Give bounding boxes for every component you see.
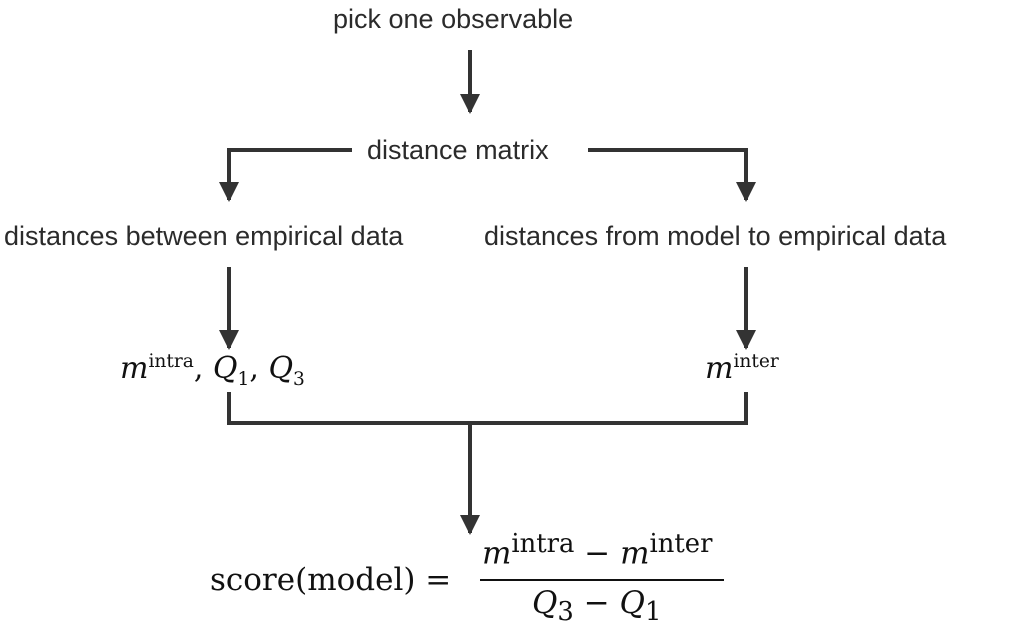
formula-denominator: Q3 − Q1 bbox=[532, 588, 661, 626]
node-intra-stats: mintra, Q1, Q3 bbox=[120, 351, 305, 390]
q3-var: Q bbox=[268, 351, 294, 386]
node-distance-matrix: distance matrix bbox=[367, 135, 549, 165]
intra-m: m bbox=[120, 351, 149, 386]
inter-sup: inter bbox=[733, 351, 779, 372]
merge-line bbox=[227, 392, 748, 425]
arrow-matrix-to-empirical bbox=[219, 148, 352, 202]
q1-var: Q bbox=[212, 351, 238, 386]
num-sup1: intra bbox=[511, 529, 575, 559]
node-observable: pick one observable bbox=[333, 4, 574, 34]
den-sub1: 1 bbox=[644, 597, 662, 628]
num-m2: m bbox=[620, 535, 650, 572]
sep-1: , bbox=[193, 351, 213, 386]
intra-sup: intra bbox=[148, 351, 194, 372]
formula-fraction: mintra − minter Q3 − Q1 bbox=[478, 529, 728, 628]
num-minus: − bbox=[574, 535, 621, 572]
q3-sub: 3 bbox=[293, 369, 305, 390]
num-sup2: inter bbox=[649, 529, 713, 559]
formula-lhs: score(model) = bbox=[210, 562, 452, 598]
q1-sub: 1 bbox=[237, 369, 250, 390]
den-q1: Q bbox=[619, 585, 645, 621]
formula-numerator: mintra − minter bbox=[482, 529, 713, 572]
fraction-bar bbox=[480, 579, 724, 581]
sep-2: , bbox=[249, 351, 269, 386]
den-sub3: 3 bbox=[557, 597, 574, 628]
den-q3: Q bbox=[532, 585, 558, 621]
inter-m: m bbox=[705, 351, 734, 386]
num-m1: m bbox=[482, 535, 512, 572]
den-minus: − bbox=[573, 585, 620, 621]
node-inter-stat: minter bbox=[705, 351, 779, 386]
arrow-matrix-to-model bbox=[588, 148, 756, 202]
node-model-distances: distances from model to empirical data bbox=[484, 221, 947, 251]
node-empirical-distances: distances between empirical data bbox=[4, 221, 404, 251]
